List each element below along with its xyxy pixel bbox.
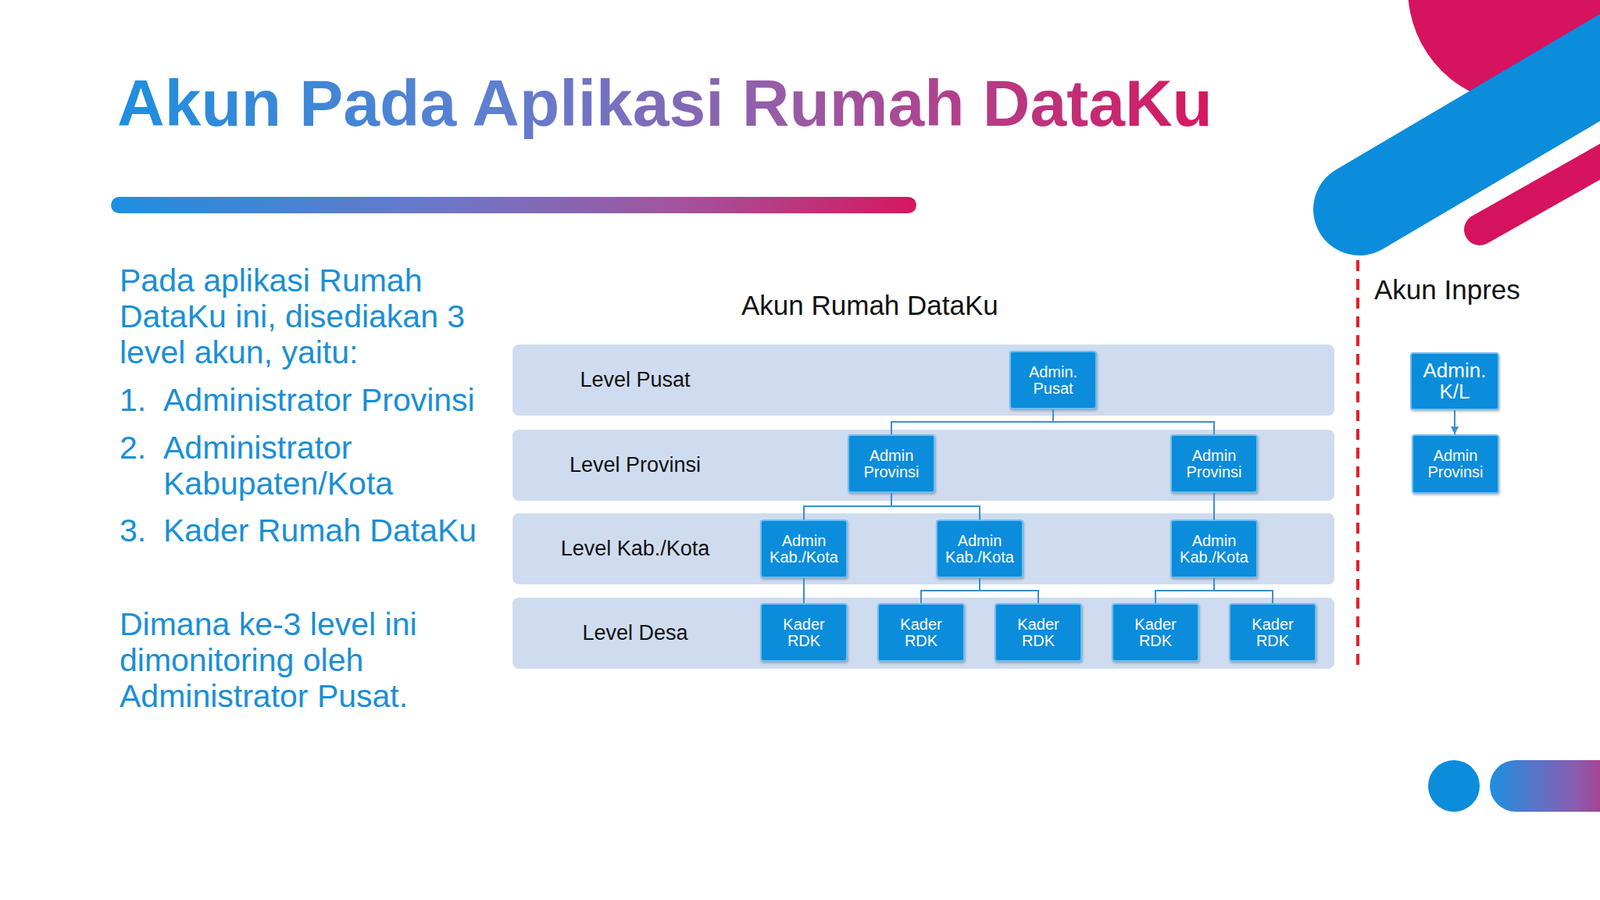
level-label: Level Kab./Kota (528, 513, 743, 585)
hierarchy-connector (891, 409, 1054, 435)
hierarchy-connector (1453, 410, 1456, 435)
level-band: Level Provinsi Admin Provinsi Admin Provin… (512, 429, 1335, 501)
account-label: Admin Kab./Kota (767, 532, 840, 566)
account-box: Kader RDK (994, 603, 1083, 662)
hierarchy-connector (1213, 492, 1215, 520)
account-box: Admin Provinsi (1411, 434, 1500, 494)
account-box: Admin Kab./Kota (760, 519, 848, 579)
note-text: Dimana ke-3 level ini dimonitoring oleh … (119, 606, 464, 715)
hierarchy-connector (891, 492, 980, 520)
account-label: Admin Provinsi (1178, 447, 1250, 481)
account-box: Admin Provinsi (1170, 434, 1258, 493)
slide-title: Akun Pada Aplikasi Rumah DataKu (117, 67, 1213, 140)
level-band: Level Desa Kader RDK Kader RDK Kader RDK Kad… (512, 597, 1335, 669)
account-label: Admin Kab./Kota (1178, 532, 1250, 566)
account-label: Kader RDK (767, 616, 840, 650)
divider-line (1356, 260, 1360, 669)
account-label: Kader RDK (1119, 616, 1192, 650)
account-label: Admin. Pusat (1017, 364, 1090, 397)
list-number: 1. (119, 382, 159, 418)
intro-text: Pada aplikasi Rumah DataKu ini, disediak… (119, 262, 495, 371)
account-box: Kader RDK (760, 603, 848, 662)
account-label: Admin. K/L (1417, 360, 1492, 404)
title-underline (110, 196, 917, 214)
corner-pill (1489, 760, 1600, 812)
account-label: Admin Kab./Kota (943, 532, 1016, 566)
list-item: Kader Rumah DataKu (163, 512, 508, 549)
account-label: Kader RDK (1002, 616, 1075, 650)
list-item: Administrator Kabupaten/Kota (163, 429, 508, 502)
account-label: Kader RDK (1236, 616, 1309, 650)
hierarchy-connector (921, 578, 980, 604)
hierarchy-connector (1155, 578, 1215, 604)
account-box: Admin Kab./Kota (935, 519, 1024, 579)
level-band: Level Kab./Kota Admin Kab./Kota Admin Kab.… (512, 513, 1335, 585)
section-heading: Akun Inpres (1374, 273, 1521, 307)
level-band: Level Pusat Admin. Pusat (512, 344, 1335, 416)
account-label: Kader RDK (885, 616, 958, 650)
corner-dot (1428, 760, 1480, 812)
hierarchy-connector (979, 578, 1039, 604)
level-label: Level Pusat (528, 344, 743, 416)
account-box: Kader RDK (1228, 603, 1317, 662)
account-box: Admin. K/L (1410, 352, 1500, 411)
hierarchy-connector (1053, 409, 1215, 435)
list-number: 3. (119, 512, 159, 549)
hierarchy-connector (803, 578, 805, 604)
account-box: Admin Provinsi (847, 434, 936, 493)
list-number: 2. (119, 429, 159, 466)
corner-bar-thin (1479, 134, 1600, 230)
account-box: Kader RDK (877, 603, 965, 662)
account-box: Kader RDK (1111, 603, 1200, 662)
hierarchy-connector (803, 492, 892, 520)
list-item: Administrator Provinsi (163, 382, 508, 418)
hierarchy-connector (1214, 578, 1273, 604)
section-heading: Akun Rumah DataKu (741, 289, 999, 322)
account-label: Admin Provinsi (855, 447, 928, 481)
account-label: Admin Provinsi (1419, 447, 1492, 481)
account-box: Admin. Pusat (1009, 350, 1097, 410)
account-box: Admin Kab./Kota (1170, 519, 1258, 579)
level-label: Level Desa (528, 597, 743, 669)
level-label: Level Provinsi (528, 429, 743, 501)
